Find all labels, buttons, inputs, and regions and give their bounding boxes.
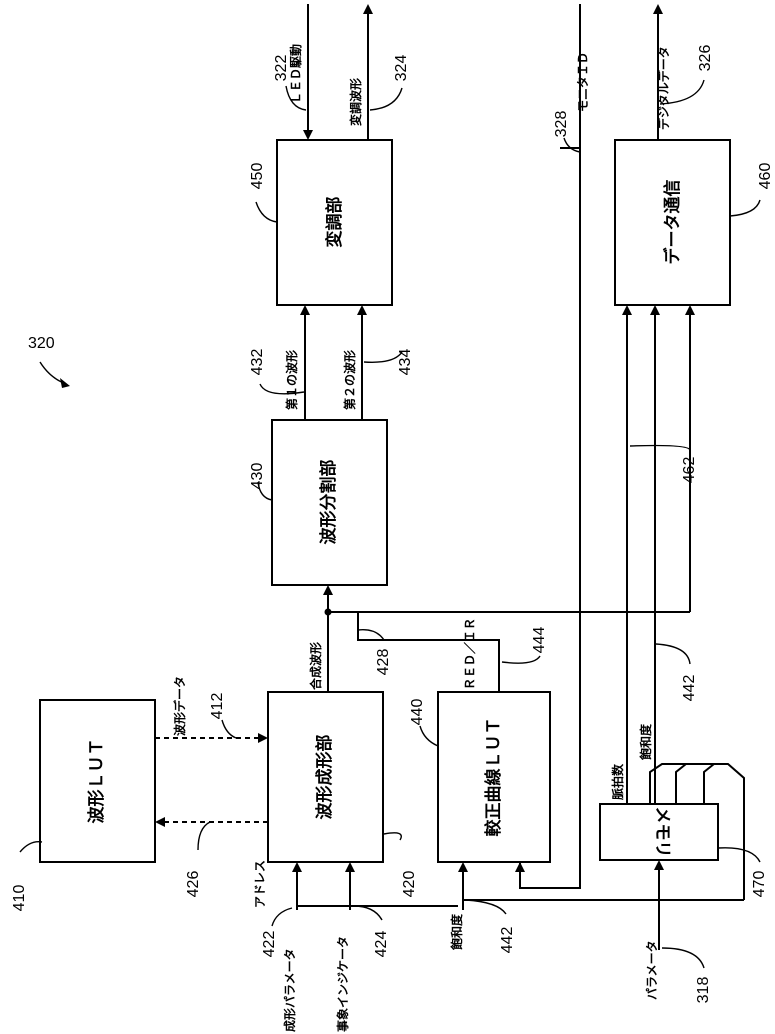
- pulse-rate-label: 脈拍数: [610, 763, 625, 800]
- combined-ref: 428: [375, 649, 392, 676]
- correction-lut-label: 較正曲線ＬＵＴ: [483, 718, 504, 837]
- waveform-data-arrow: [258, 733, 268, 743]
- modulator-ref: 450: [249, 163, 266, 190]
- bus-ref: 462: [681, 457, 698, 484]
- combined-label: 合成波形: [308, 642, 323, 690]
- event-label: 事象インジケータ: [335, 936, 350, 1032]
- pulse-rate-arrow: [622, 305, 632, 315]
- waveform-gen-ref: 420: [401, 871, 418, 898]
- led-drive-label: ＬＥＤ駆動: [288, 44, 303, 104]
- monitor-id-lut-arrow: [515, 862, 525, 872]
- second-waveform-label: 第２の波形: [342, 350, 357, 410]
- modulated-leader: [370, 88, 402, 110]
- waveform-data-ref: 412: [209, 693, 226, 720]
- modulator-block: 変調部: [277, 140, 392, 305]
- correction-lut-leader: [420, 726, 438, 746]
- led-drive-arrow: [303, 130, 313, 140]
- red-ir-leader: [502, 656, 540, 663]
- saturation-in-arrow: [458, 862, 468, 872]
- address-label: アドレス: [253, 860, 267, 908]
- waveform-data-leader: [222, 720, 236, 738]
- waveform-to-datacomm-arrow: [685, 305, 695, 315]
- red-ir-label: ＲＥＤ／ＩＲ: [462, 618, 477, 690]
- params-ref: 422: [261, 931, 278, 958]
- modulator-label: 変調部: [324, 197, 345, 248]
- monitor-id-leader: [564, 138, 580, 152]
- waveform-gen-label: 波形成形部: [314, 735, 335, 820]
- address-ref: 426: [185, 871, 202, 898]
- bus-leader: [630, 446, 690, 451]
- data-comm-ref: 460: [757, 163, 774, 190]
- memory-ref: 470: [751, 871, 768, 898]
- combined-leader: [358, 630, 384, 640]
- saturation-label: 飽和度: [638, 723, 653, 761]
- second-waveform-arrow: [357, 305, 367, 315]
- first-waveform-arrow: [300, 305, 310, 315]
- combined-arrow: [323, 585, 333, 595]
- waveform-lut-leader: [20, 842, 42, 852]
- modulator-leader: [256, 202, 277, 222]
- parameters-ref: 318: [695, 977, 712, 1004]
- led-drive-ref: 322: [273, 55, 290, 82]
- parameters-arrow: [654, 860, 664, 870]
- figure-leader-arrow: [60, 378, 70, 388]
- waveform-split-ref: 430: [249, 463, 266, 490]
- params-arrow: [292, 862, 302, 872]
- data-comm-leader: [730, 200, 760, 216]
- waveform-lut-block: 波形ＬＵＴ: [40, 700, 155, 862]
- saturation-in-leader: [466, 900, 506, 914]
- memory-block: メモリ: [600, 804, 718, 860]
- digital-data-ref: 326: [697, 45, 714, 72]
- memory-fan-2: [676, 764, 686, 804]
- correction-lut-ref: 440: [409, 699, 426, 726]
- event-arrow: [345, 862, 355, 872]
- first-waveform-label: 第１の波形: [284, 350, 299, 410]
- digital-data-label: デジタルデータ: [656, 46, 671, 130]
- saturation-in-label: 飽和度: [449, 913, 464, 951]
- modulated-arrow: [363, 4, 373, 14]
- saturation-ref: 442: [681, 675, 698, 702]
- monitor-id-ref: 328: [553, 111, 570, 138]
- waveform-lut-label: 波形ＬＵＴ: [86, 739, 107, 824]
- saturation-leader: [656, 644, 690, 664]
- waveform-split-label: 波形分割部: [318, 460, 339, 545]
- modulated-label: 変調波形: [348, 78, 363, 126]
- memory-fan-3: [704, 764, 714, 804]
- params-leader: [272, 908, 292, 926]
- data-comm-label: データ通信: [662, 180, 683, 265]
- memory-label: メモリ: [652, 807, 672, 858]
- saturation-in-ref: 442: [499, 927, 516, 954]
- parameters-leader: [662, 948, 704, 968]
- event-leader: [354, 906, 382, 920]
- event-ref: 424: [373, 931, 390, 958]
- parameters-label: パラメータ: [645, 940, 659, 1000]
- correction-lut-block: 較正曲線ＬＵＴ: [438, 692, 550, 862]
- memory-leader: [718, 848, 760, 862]
- figure-number: 320: [28, 335, 55, 352]
- waveform-gen-block: 波形成形部: [268, 692, 383, 862]
- address-arrow: [155, 817, 165, 827]
- first-waveform-ref: 432: [249, 349, 266, 376]
- digital-data-arrow: [653, 4, 663, 14]
- waveform-data-label: 波形データ: [172, 676, 187, 736]
- address-leader: [198, 822, 210, 850]
- data-comm-block: データ通信: [615, 140, 730, 305]
- second-waveform-ref: 434: [397, 349, 414, 376]
- saturation-arrow: [650, 305, 660, 315]
- params-label: 成形パラメータ: [282, 948, 297, 1032]
- monitor-id-label: モニタＩＤ: [576, 52, 590, 112]
- modulated-ref: 324: [393, 55, 410, 82]
- red-ir-ref: 444: [531, 627, 548, 654]
- waveform-lut-ref: 410: [11, 885, 28, 912]
- waveform-split-block: 波形分割部: [272, 420, 387, 585]
- waveform-gen-leader: [384, 833, 401, 840]
